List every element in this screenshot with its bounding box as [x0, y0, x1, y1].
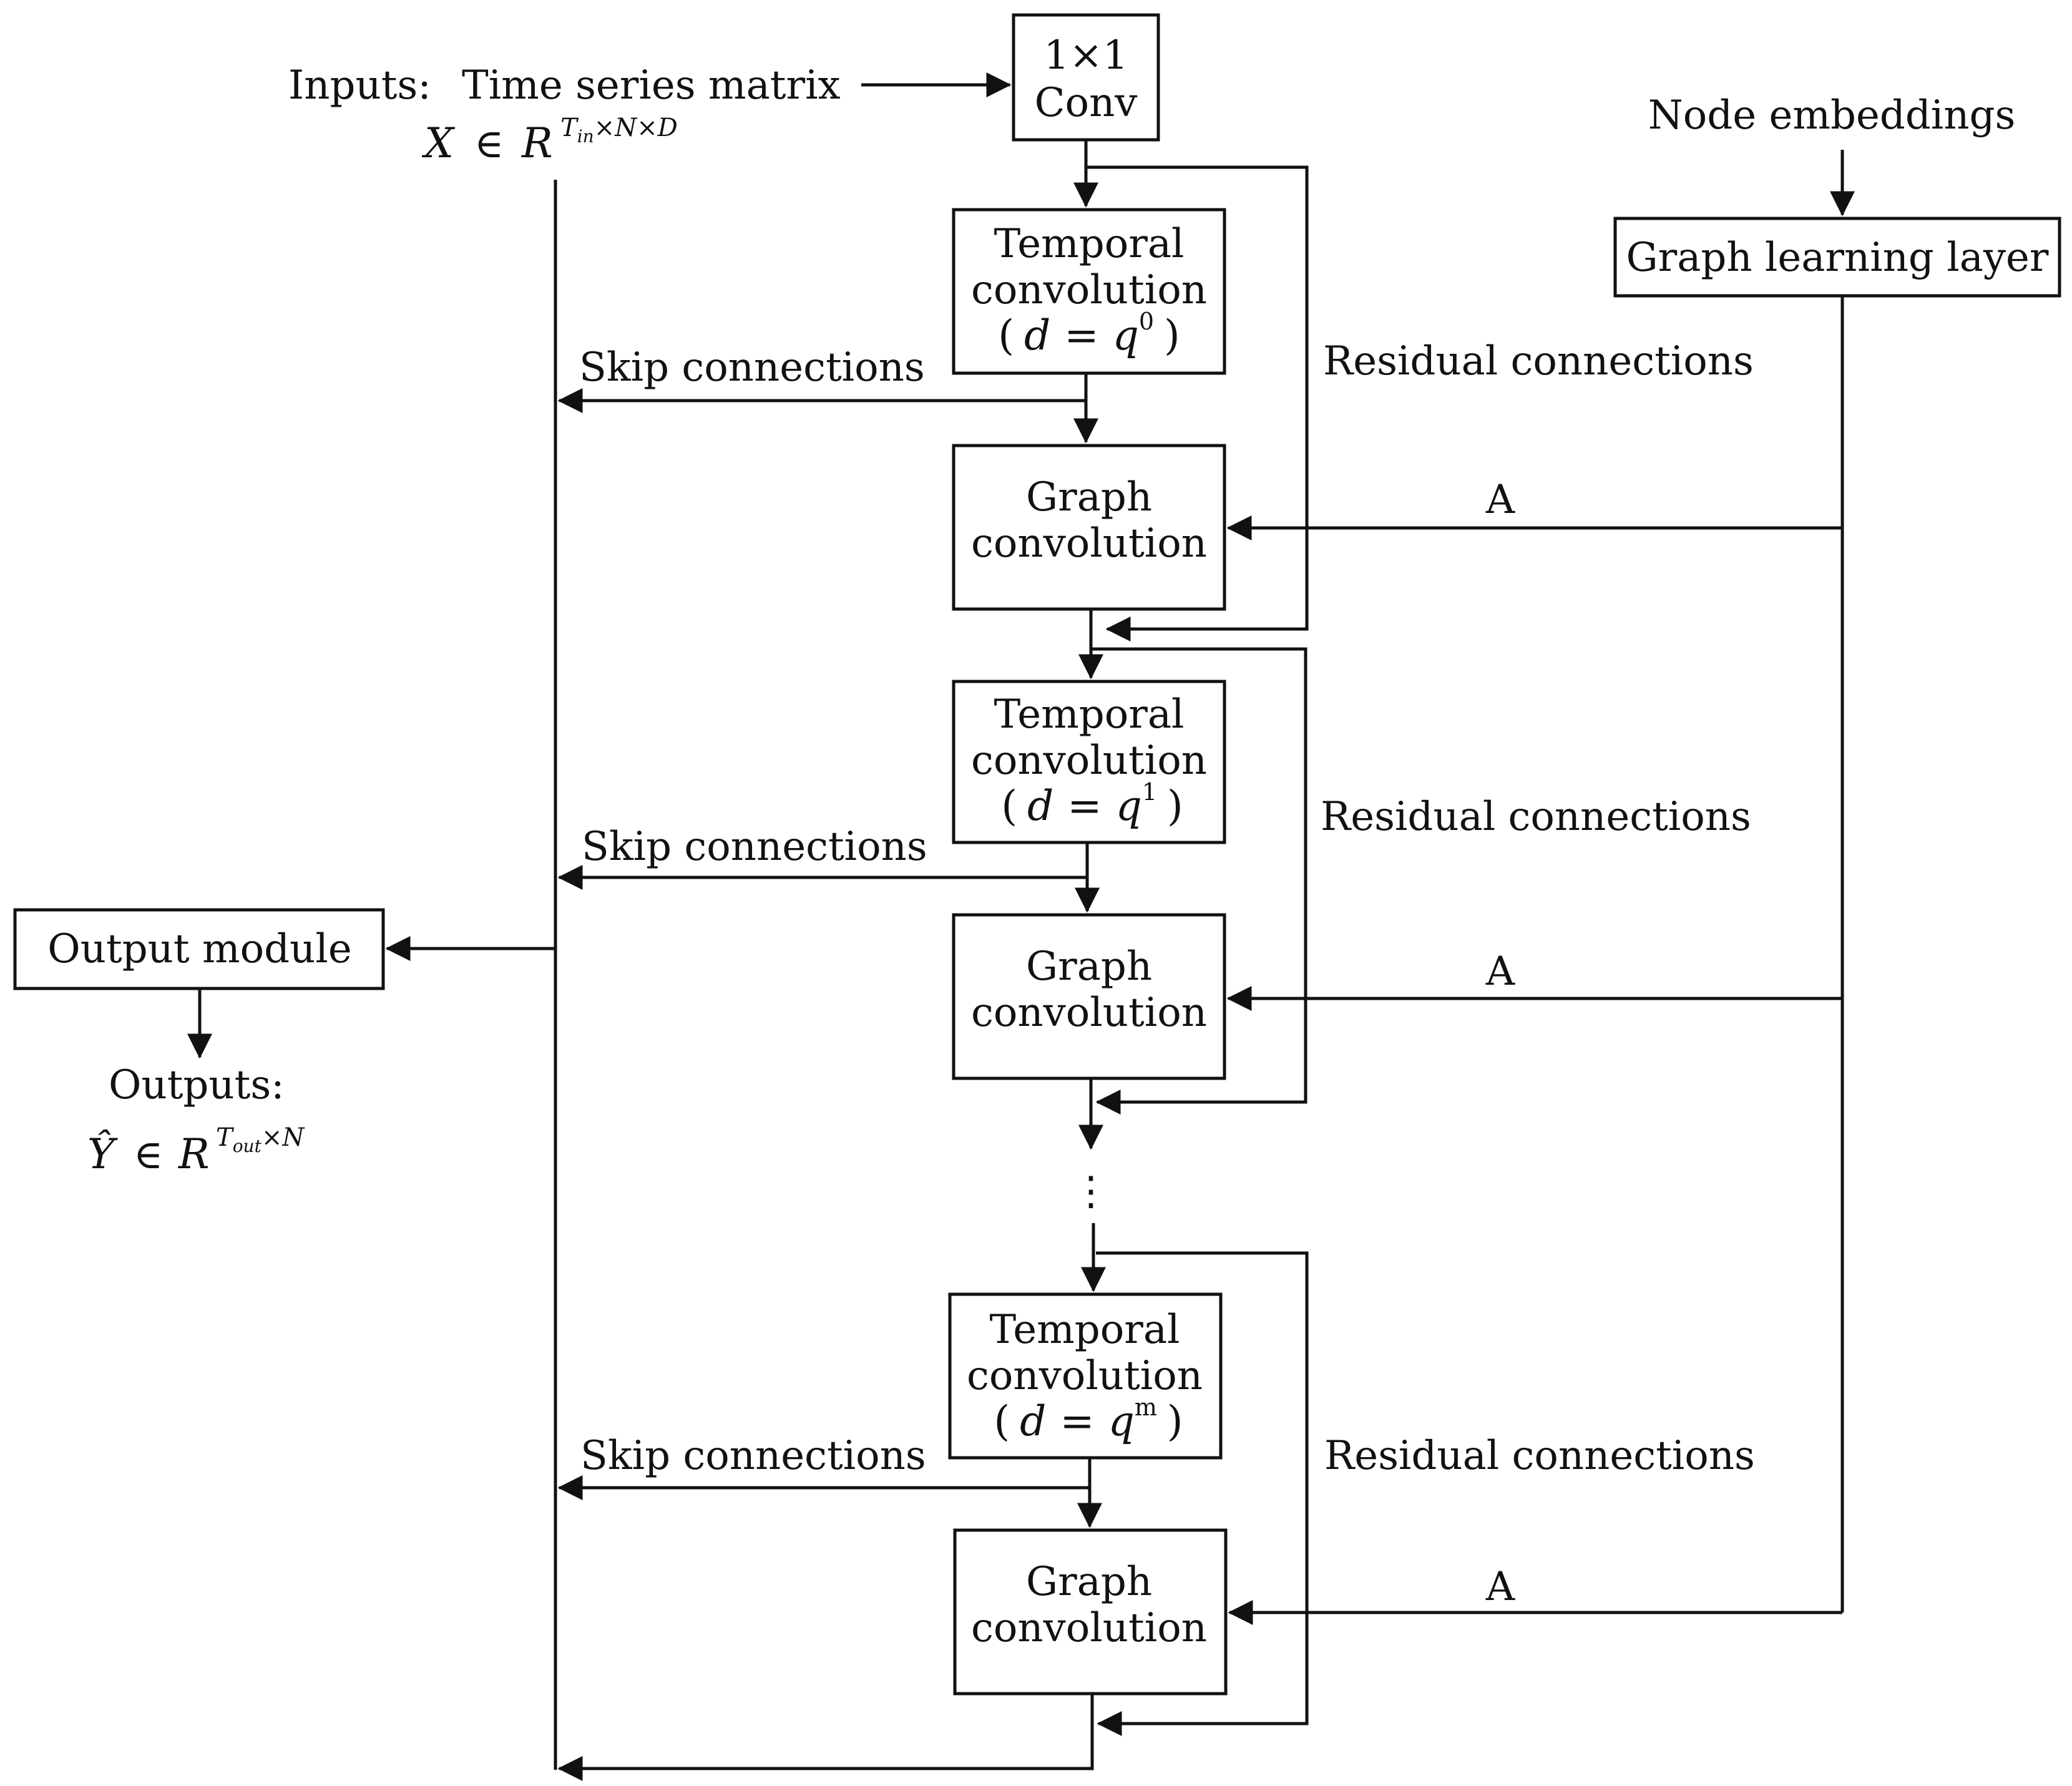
dilation-formula: (d=q0) — [998, 308, 1180, 359]
temporal-conv-box — [948, 1292, 1223, 1460]
temporal-conv-box — [952, 208, 1226, 375]
graph-conv-box — [952, 913, 1226, 1080]
residual-connection-path — [1091, 647, 1307, 1115]
adjacency-label: A — [1485, 477, 1515, 523]
residual-connections-label: Residual connections — [1321, 794, 1751, 840]
residual-connection-path — [1086, 165, 1309, 642]
inputs-math-space: R — [521, 119, 553, 167]
residual-connection-path — [1096, 1251, 1309, 1736]
graph-learning-layer-box — [1613, 217, 2061, 298]
graph-conv-line1: Graph — [1026, 474, 1152, 520]
outputs-math-var: Ŷ — [87, 1130, 118, 1178]
graph-conv-box — [952, 444, 1226, 611]
temporal-conv-line2: convolution — [971, 738, 1207, 784]
skip-connections-label: Skip connections — [580, 1433, 926, 1479]
temporal-conv-line1: Temporal — [994, 221, 1185, 267]
dilation-formula: (d=qm) — [994, 1393, 1183, 1445]
dilation-formula: (d=q1) — [1001, 778, 1183, 830]
inputs-description: Time series matrix — [462, 62, 841, 109]
output-module-label: Output module — [47, 926, 351, 972]
layer-block-m: Temporal convolution (d=qm) Skip connect… — [557, 1251, 1842, 1781]
conv1x1-line2: Conv — [1035, 80, 1138, 126]
skip-connections-label: Skip connections — [582, 824, 927, 870]
graph-conv-line2: convolution — [971, 1605, 1207, 1651]
graph-conv-line2: convolution — [971, 990, 1207, 1036]
adjacency-label: A — [1485, 1564, 1515, 1610]
ellipsis: ⋮ — [1071, 1168, 1111, 1214]
temporal-conv-box — [952, 680, 1226, 844]
residual-connections-label: Residual connections — [1324, 1433, 1755, 1479]
final-skip-connection-arrow — [557, 1694, 1094, 1781]
inputs-label: Inputs: — [288, 62, 431, 109]
skip-connections-label: Skip connections — [579, 344, 925, 391]
inputs-math-exponent: Tin×N×D — [560, 114, 678, 147]
outputs-formula: Ŷ ∈ R Tout×N — [87, 1123, 305, 1178]
graph-conv-box — [953, 1528, 1228, 1696]
residual-connections-label: Residual connections — [1323, 338, 1754, 384]
conv1x1-line1: 1×1 — [1043, 32, 1128, 79]
temporal-conv-line1: Temporal — [990, 1307, 1180, 1353]
output-module-box — [13, 908, 385, 990]
temporal-conv-line1: Temporal — [994, 691, 1185, 738]
outputs-math-exponent: Tout×N — [216, 1123, 305, 1156]
adjacency-label: A — [1485, 949, 1515, 995]
layer-block-0: Temporal convolution (d=q0) Skip connect… — [557, 140, 1842, 642]
graph-conv-line1: Graph — [1026, 944, 1152, 990]
graph-conv-line1: Graph — [1026, 1559, 1152, 1605]
temporal-conv-line2: convolution — [967, 1353, 1203, 1399]
layer-block-1: Temporal convolution (d=q1) Skip connect… — [557, 609, 1842, 1115]
outputs-label: Outputs: — [109, 1062, 285, 1108]
graph-conv-line2: convolution — [971, 520, 1207, 567]
outputs-math-op: ∈ — [134, 1132, 163, 1178]
inputs-formula: X ∈ R Tin×N×D — [421, 114, 678, 167]
inputs-math-op: ∈ — [474, 121, 504, 167]
inputs-math-var: X — [421, 119, 456, 167]
outputs-math-space: R — [178, 1130, 210, 1178]
temporal-conv-line2: convolution — [971, 267, 1207, 313]
graph-learning-layer-label: Graph learning layer — [1626, 235, 2049, 281]
node-embeddings-label: Node embeddings — [1648, 92, 2016, 139]
